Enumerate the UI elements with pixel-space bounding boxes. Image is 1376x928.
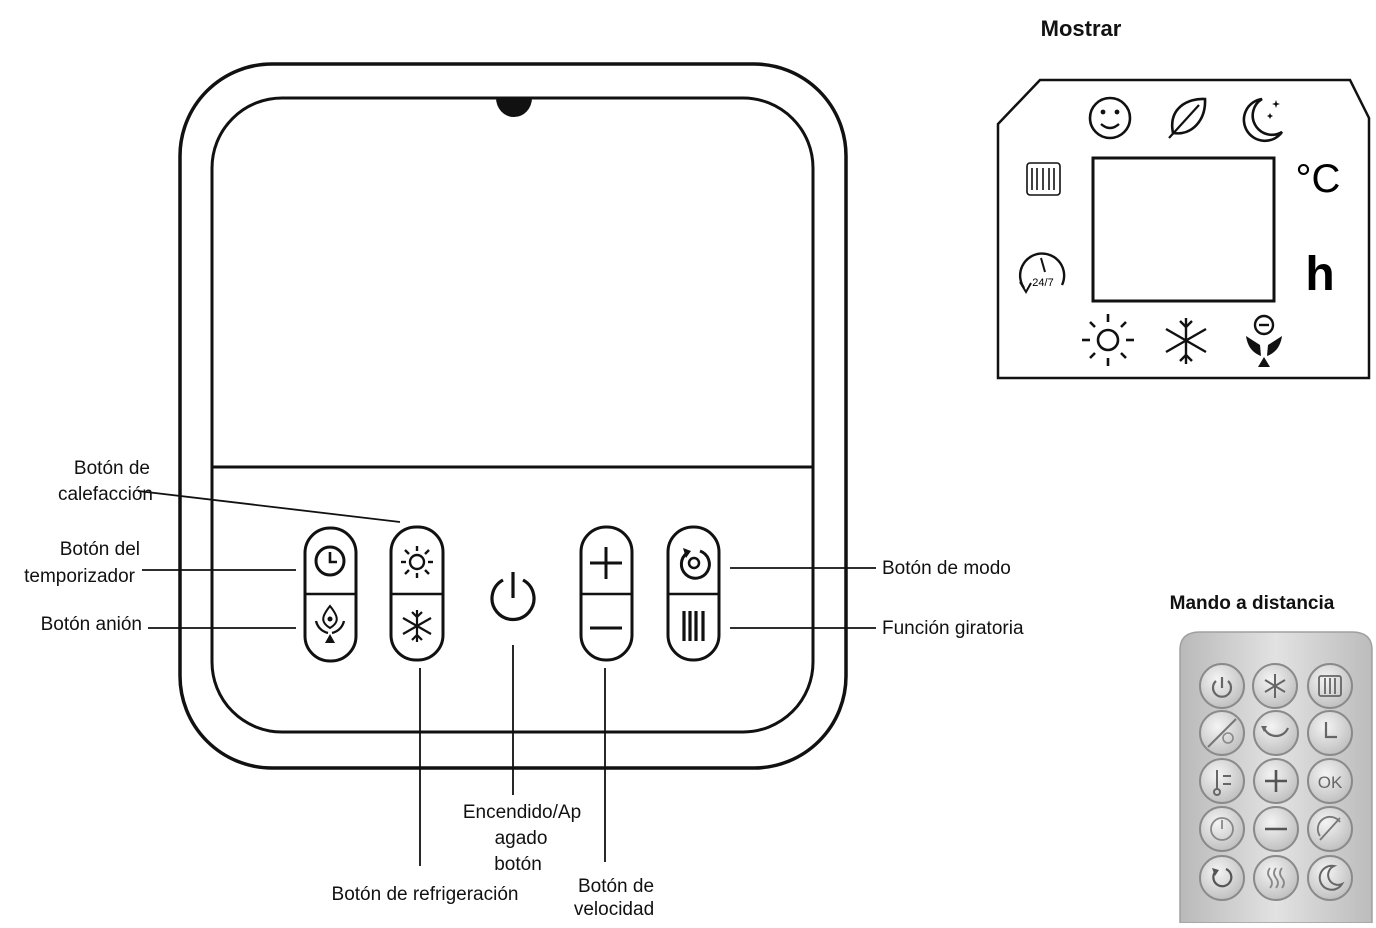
remote-ok-button[interactable]: OK (1307, 758, 1353, 804)
label-power-line1: Encendido/Ap (463, 802, 581, 823)
sun-icon[interactable] (401, 546, 433, 578)
mode-rotate-capsule[interactable] (666, 525, 721, 662)
display-screen (1091, 156, 1276, 303)
plus-icon[interactable] (590, 547, 622, 579)
label-power-line3: botón (494, 854, 542, 875)
louver-icon (1026, 162, 1061, 196)
label-speed-line2: velocidad (574, 899, 654, 920)
remote-swing-button[interactable] (1253, 710, 1299, 756)
sun-icon (1082, 314, 1134, 366)
remote-thermostat-button[interactable] (1199, 758, 1245, 804)
timer-24-7-icon: 24/7 (1019, 252, 1066, 294)
snowflake-icon (1165, 318, 1207, 364)
leader-lines (137, 490, 876, 866)
anion-icon (1246, 314, 1282, 367)
label-timer-line1: Botón del (60, 539, 140, 560)
mode-cycle-icon[interactable] (679, 548, 711, 580)
heat-cool-capsule[interactable] (389, 525, 445, 662)
label-timer-line2: temporizador (24, 566, 136, 587)
remote-heat-button[interactable] (1253, 855, 1299, 901)
remote-title: Mando a distancia (1170, 593, 1335, 614)
celsius-indicator: °C (1296, 157, 1341, 201)
remote-eco-button[interactable] (1199, 806, 1245, 852)
remote-sleep-button[interactable] (1307, 855, 1353, 901)
remote-power-button[interactable] (1199, 663, 1245, 709)
moon-sleep-icon (1242, 97, 1284, 143)
clock-icon[interactable] (314, 545, 346, 577)
label-heating-line1: Botón de (74, 458, 150, 479)
label-rotate: Función giratoria (882, 618, 1024, 639)
hours-indicator: h (1305, 248, 1334, 301)
remote-louver-button[interactable] (1307, 663, 1353, 709)
remote-plus-button[interactable] (1253, 758, 1299, 804)
remote-anion-button[interactable] (1199, 710, 1245, 756)
label-anion: Botón anión (41, 614, 142, 635)
snowflake-icon[interactable] (402, 610, 432, 642)
speed-capsule[interactable] (579, 525, 634, 662)
remote-minus-button[interactable] (1253, 806, 1299, 852)
display-title: Mostrar (1041, 16, 1122, 41)
display-panel (996, 78, 1371, 380)
timer-anion-capsule[interactable] (303, 526, 358, 663)
remote-timer-button[interactable] (1307, 710, 1353, 756)
label-cooling: Botón de refrigeración (332, 884, 519, 905)
label-heating-line2: calefacción (58, 484, 153, 505)
smile-icon (1088, 96, 1132, 140)
label-speed-line1: Botón de (578, 876, 654, 897)
remote-cool-button[interactable] (1252, 663, 1298, 709)
sensor-notch (496, 98, 532, 118)
remote-mode-button[interactable] (1199, 855, 1245, 901)
louver-rotate-icon[interactable] (682, 611, 705, 641)
remote-ok-label: OK (1318, 773, 1343, 792)
remote-timer-cancel-button[interactable] (1307, 806, 1353, 852)
label-power-line2: agado (495, 828, 548, 849)
label-mode: Botón de modo (882, 558, 1011, 579)
power-icon[interactable] (490, 572, 536, 622)
anion-icon[interactable] (314, 604, 346, 643)
timer-24-7-text: 24/7 (1032, 277, 1053, 289)
leaf-icon (1168, 97, 1207, 139)
